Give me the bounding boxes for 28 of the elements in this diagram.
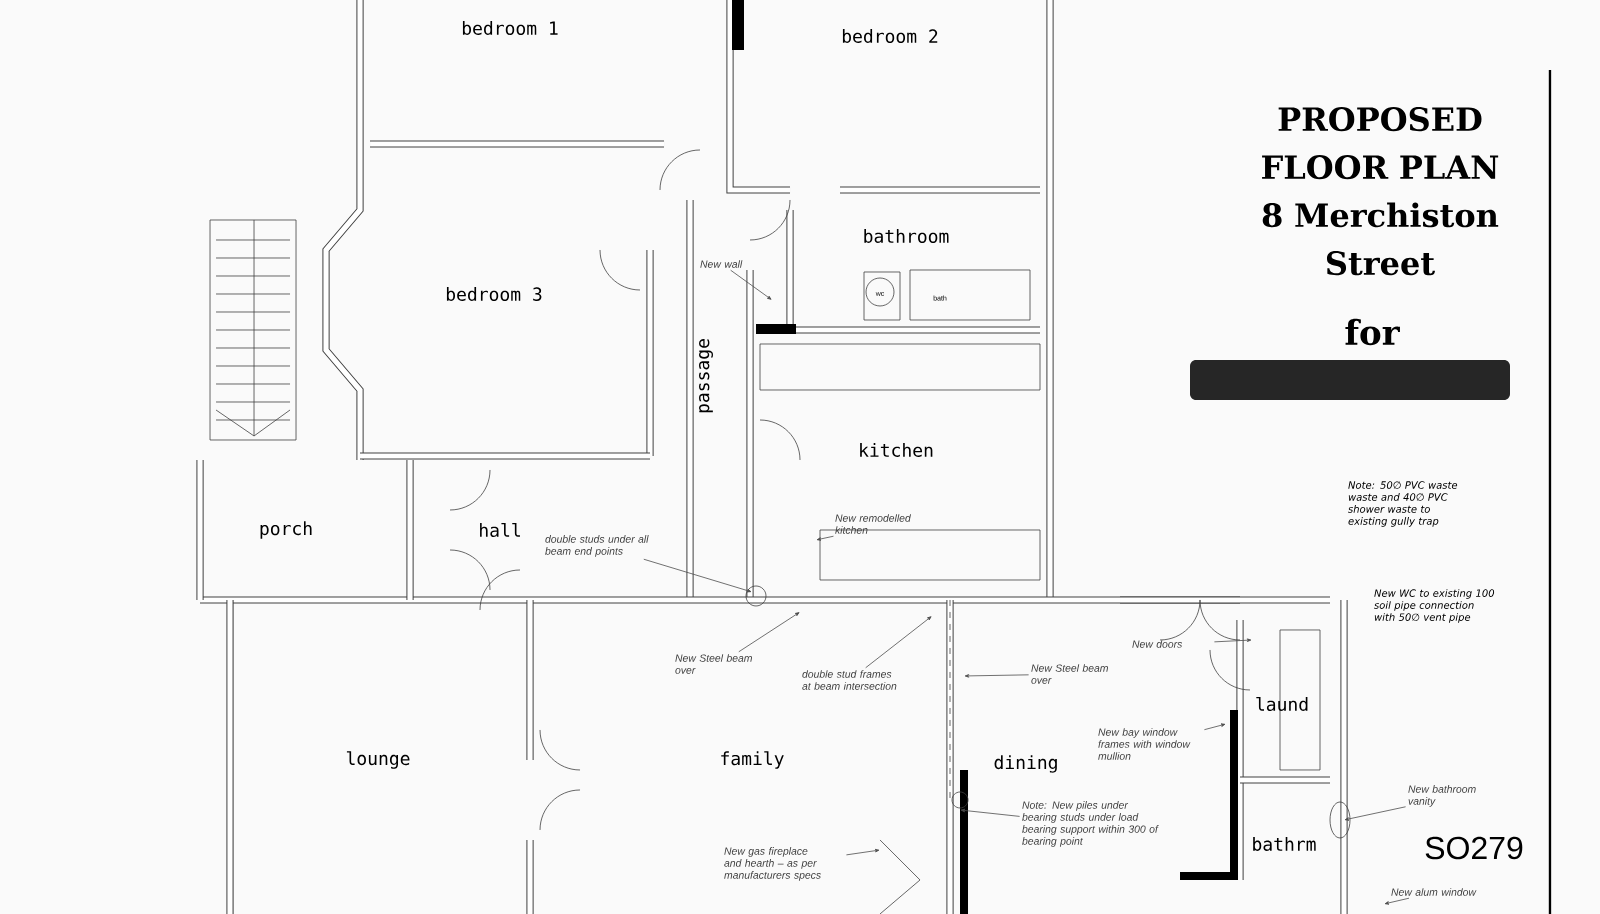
leader-line: [1214, 638, 1252, 643]
leader-line: [738, 612, 800, 653]
room-label: lounge: [346, 751, 410, 769]
room-label: bedroom 3: [446, 287, 542, 301]
leader-line: [730, 269, 772, 300]
room-label: passage: [699, 339, 713, 413]
leader-line: [846, 848, 880, 856]
leader-line: [816, 535, 834, 541]
leader-line: [643, 558, 752, 593]
leader-line: [865, 616, 932, 669]
drawing-number: SO279: [1425, 836, 1523, 860]
title: PROPOSED FLOOR PLAN 8 Merchiston Street: [1262, 107, 1499, 276]
room-label: bedroom 1: [462, 21, 558, 35]
title-text: for: [1345, 318, 1400, 346]
room-label: bathrm: [1253, 837, 1316, 851]
leader-line: [1204, 723, 1226, 731]
room-label: bathroom: [864, 229, 949, 243]
room-label: family: [721, 751, 784, 769]
room-label: bedroom 2: [842, 29, 938, 43]
room-label: kitchen: [860, 443, 933, 457]
room-label: dining: [994, 755, 1057, 773]
room-label: hall: [480, 522, 520, 537]
leader-line: [964, 674, 1029, 678]
room-label: porch: [260, 521, 312, 539]
leader-line: [1384, 897, 1410, 905]
room-label: laund: [1256, 696, 1308, 711]
leader-line: [960, 808, 1020, 817]
leader-line: [1344, 806, 1406, 821]
